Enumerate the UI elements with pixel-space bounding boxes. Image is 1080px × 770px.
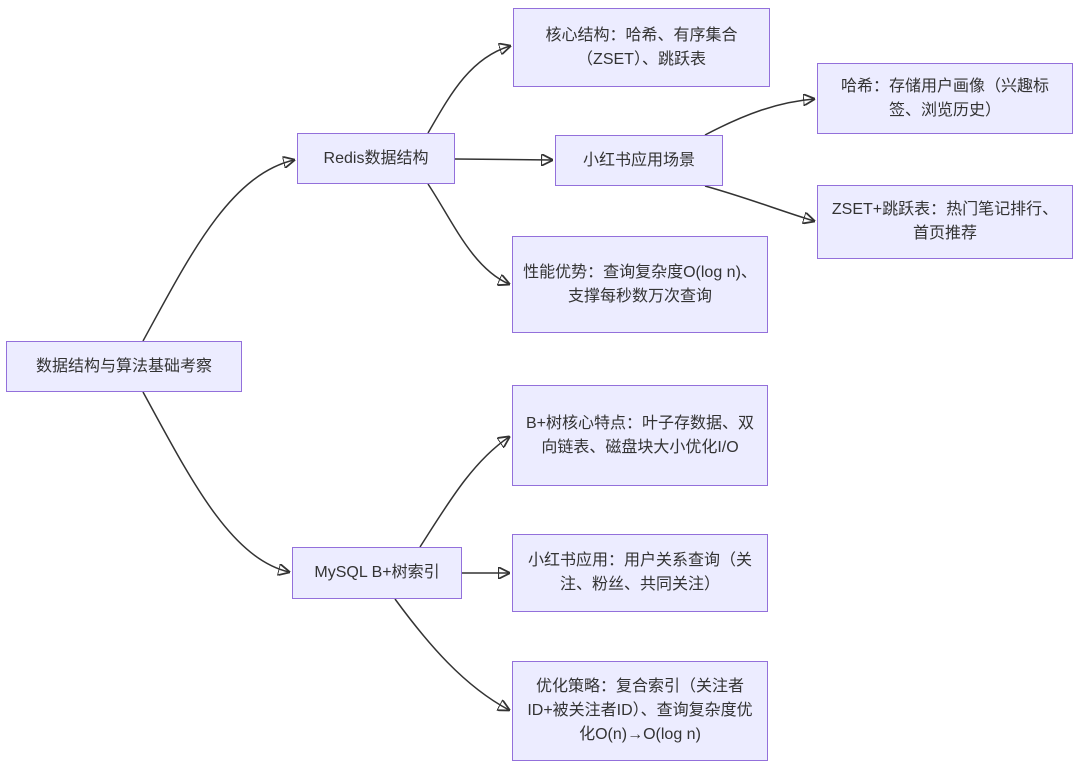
node-relation-query: 小红书应用：用户关系查询（关注、粉丝、共同关注） (512, 534, 768, 612)
edge-scene-hash (704, 99, 814, 136)
edge-mysql-opt (394, 598, 509, 710)
node-xiaohongshu-scene: 小红书应用场景 (555, 135, 723, 186)
node-btree-features: B+树核心特点：叶子存数据、双向链表、磁盘块大小优化I/O (512, 385, 768, 486)
edge-mysql-btree (419, 437, 509, 548)
edge-redis-perf (427, 183, 509, 284)
node-redis-structure: Redis数据结构 (297, 133, 455, 184)
edge-scene-zset (704, 185, 814, 221)
node-hash-usage: 哈希：存储用户画像（兴趣标签、浏览历史） (817, 63, 1073, 134)
node-core-structures: 核心结构：哈希、有序集合（ZSET）、跳跃表 (513, 8, 770, 87)
node-mysql-btree-index: MySQL B+树索引 (292, 547, 462, 599)
node-optimization: 优化策略：复合索引（关注者ID+被关注者ID）、查询复杂度优化O(n)→O(lo… (512, 661, 768, 761)
edge-root-mysql (142, 391, 289, 572)
node-performance: 性能优势：查询复杂度O(log n)、支撑每秒数万次查询 (512, 236, 768, 333)
node-zset-usage: ZSET+跳跃表：热门笔记排行、首页推荐 (817, 185, 1073, 259)
node-root-topic: 数据结构与算法基础考察 (6, 341, 242, 392)
edge-redis-core (427, 46, 510, 134)
edge-redis-scene (454, 159, 552, 160)
edge-root-redis (142, 160, 294, 342)
